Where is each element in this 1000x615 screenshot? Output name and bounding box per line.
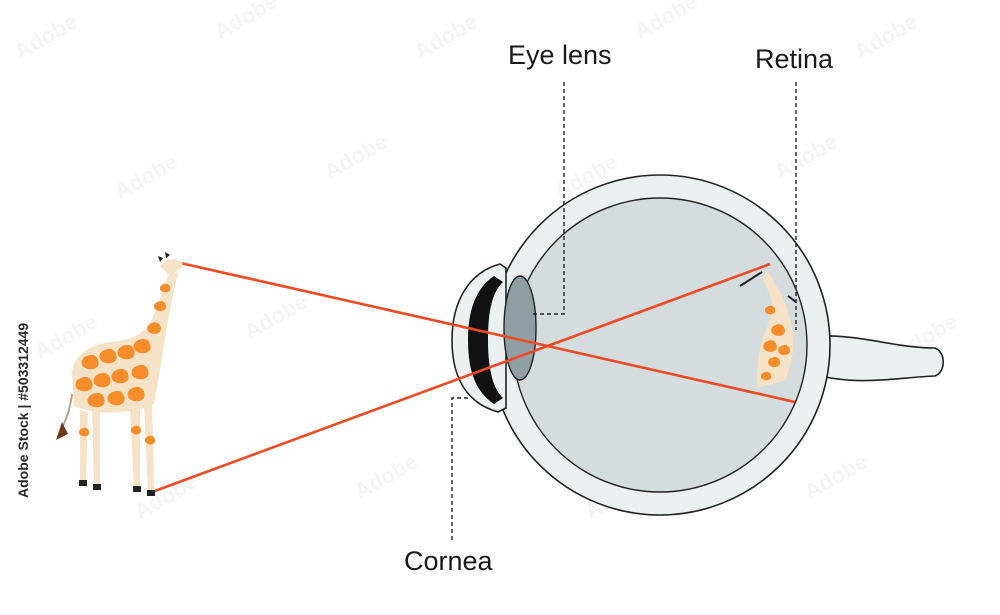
retina-label: Retina [755,44,834,74]
light-rays [151,260,796,494]
svg-text:Adobe: Adobe [320,128,392,184]
svg-text:Adobe: Adobe [210,0,282,44]
inverted-giraffe-image [739,271,797,388]
svg-text:Adobe: Adobe [630,0,702,44]
eye-lens [503,275,537,381]
svg-text:Adobe: Adobe [800,448,872,504]
eye-lens-leader-line [532,82,565,315]
svg-text:Adobe: Adobe [110,148,182,204]
stock-id-watermark: Adobe Stock | #503312449 [15,323,31,498]
svg-text:Adobe: Adobe [770,128,842,184]
svg-text:Adobe: Adobe [350,448,422,504]
light-ray-top [175,260,796,404]
giraffe-object [56,252,183,496]
svg-text:Adobe: Adobe [850,8,922,64]
svg-text:Adobe: Adobe [410,8,482,64]
light-ray-bottom [151,262,771,494]
leader-lines [451,82,797,540]
svg-text:Adobe: Adobe [240,288,312,344]
optic-nerve [799,335,945,382]
svg-text:Adobe: Adobe [10,8,82,64]
cornea-label: Cornea [404,546,494,576]
cornea-leader-line [451,397,468,540]
eye-lens-label: Eye lens [508,40,612,70]
